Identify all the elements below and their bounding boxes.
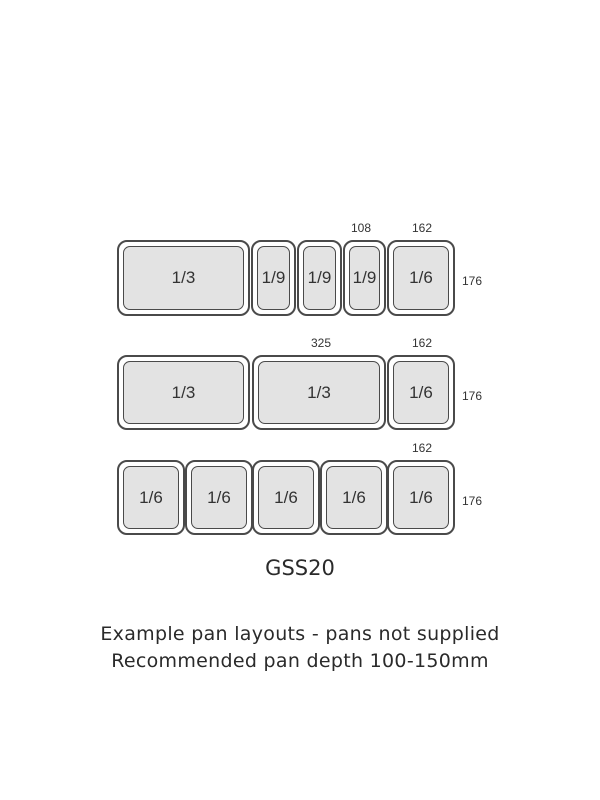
dimension-label: 176 [462,494,483,508]
pan-label: 1/3 [123,246,244,310]
pan-sixth: 1/6 [252,460,320,535]
pan-sixth: 1/6 [387,240,455,316]
pan-label: 1/6 [258,466,314,529]
pan-ninth: 1/9 [343,240,386,316]
pan-sixth: 1/6 [387,355,455,430]
pan-third: 1/3 [117,355,250,430]
pan-label: 1/9 [349,246,380,310]
pan-label: 1/6 [393,466,449,529]
pan-sixth: 1/6 [117,460,185,535]
dimension-label: 162 [412,336,433,350]
pan-sixth: 1/6 [387,460,455,535]
dimension-label: 162 [412,221,433,235]
dimension-label: 325 [311,336,332,350]
pan-third: 1/3 [252,355,386,430]
pan-label: 1/6 [393,361,449,424]
pan-label: 1/6 [326,466,382,529]
dimension-label: 176 [462,274,483,288]
pan-label: 1/3 [258,361,380,424]
layout-note: Example pan layouts - pans not supplied [100,623,500,645]
pan-label: 1/9 [303,246,336,310]
pan-third: 1/3 [117,240,250,316]
pan-label: 1/6 [191,466,247,529]
pan-sixth: 1/6 [320,460,388,535]
pan-depth-note: Recommended pan depth 100-150mm [111,650,489,672]
model-name: GSS20 [265,556,335,580]
dimension-label: 176 [462,389,483,403]
pan-label: 1/6 [123,466,179,529]
pan-ninth: 1/9 [297,240,342,316]
pan-label: 1/3 [123,361,244,424]
pan-sixth: 1/6 [185,460,253,535]
pan-ninth: 1/9 [251,240,296,316]
dimension-label: 162 [412,441,433,455]
pan-label: 1/6 [393,246,449,310]
pan-label: 1/9 [257,246,290,310]
dimension-label: 108 [351,221,372,235]
